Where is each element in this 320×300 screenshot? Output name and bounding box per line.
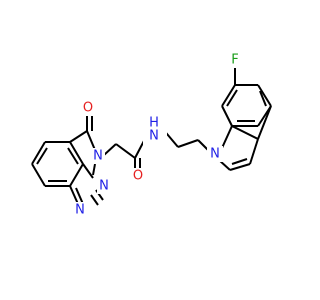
label-bg — [91, 148, 105, 164]
bond — [86, 130, 96, 151]
triazine-n2-label: N — [99, 179, 109, 194]
bond — [257, 105, 272, 127]
label-bg — [130, 168, 146, 184]
label-bg — [207, 146, 223, 162]
bond — [103, 143, 117, 156]
indole-nitrogen-label: N — [210, 147, 220, 162]
bond — [69, 130, 88, 143]
bond-inner — [67, 147, 79, 165]
bond — [229, 163, 251, 171]
bond — [231, 125, 259, 140]
label-bg — [73, 202, 87, 218]
bond — [221, 84, 236, 107]
bond — [177, 139, 199, 148]
indole-benzene-ring — [221, 66, 272, 140]
bond — [69, 185, 79, 205]
triazine-n1-label: N — [75, 203, 85, 218]
amide-nitrogen-label: N — [149, 129, 159, 144]
bond — [82, 163, 94, 179]
bond — [69, 141, 84, 165]
bond — [31, 141, 46, 165]
bond — [257, 105, 272, 140]
bond — [221, 125, 233, 149]
label-bg — [80, 100, 96, 116]
label-bg — [228, 52, 242, 68]
benzotriazinone-benzene-ring — [31, 141, 84, 187]
label-bg — [143, 118, 167, 146]
molecule-canvas: O N N N O N H N F — [31, 52, 272, 218]
triazine-n3-label: N — [93, 149, 103, 164]
label-bg — [97, 178, 111, 194]
fluorine-label: F — [231, 53, 238, 68]
bond — [115, 143, 136, 159]
indole-pyrrole-ring — [218, 125, 259, 171]
bond — [69, 163, 84, 187]
bond — [90, 194, 99, 206]
bond — [257, 84, 272, 107]
bond-inner — [226, 89, 238, 107]
carbonyl-oxygen-ring-label: O — [83, 101, 93, 116]
amide-hydrogen-label: H — [149, 116, 159, 131]
bond — [92, 163, 96, 176]
bond-inner — [231, 158, 248, 165]
bond — [221, 105, 233, 127]
bond — [31, 163, 46, 187]
bond — [249, 138, 259, 165]
amide-oxygen-label: O — [133, 169, 143, 184]
bond-inner — [259, 90, 267, 107]
molecule-structure: O N N N O N H N F — [31, 52, 272, 218]
bond-inner — [36, 147, 48, 165]
bond — [75, 187, 84, 205]
